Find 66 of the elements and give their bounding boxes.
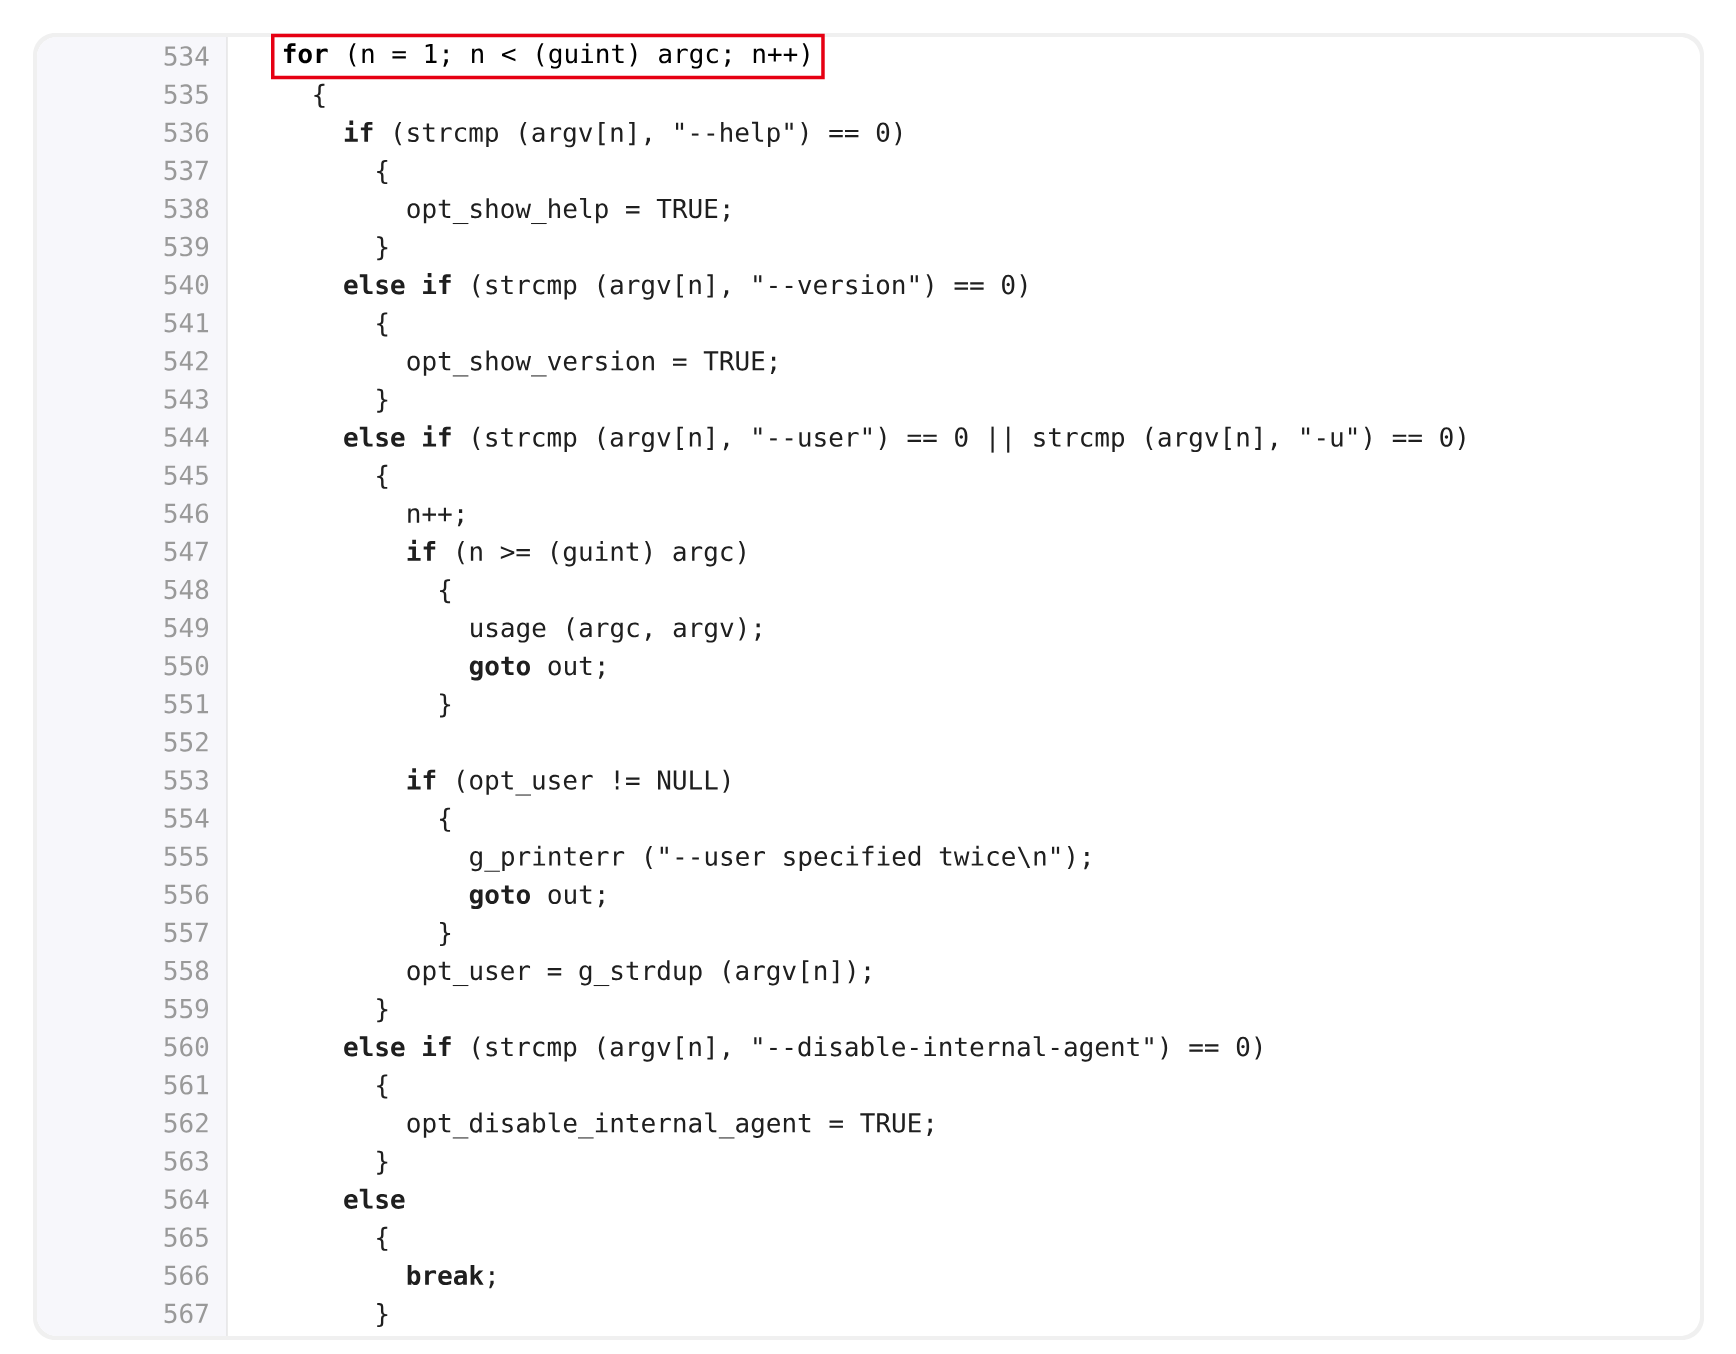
code-line: { bbox=[377, 464, 388, 489]
highlight-box: for (n = 1; n < (guint) argc; n++) bbox=[271, 33, 825, 80]
line-number: 563 bbox=[164, 1151, 208, 1171]
line-number: 534 bbox=[164, 46, 209, 66]
line-number: 542 bbox=[164, 351, 208, 371]
code-line: goto out; bbox=[469, 885, 604, 910]
code-line: } bbox=[377, 998, 388, 1023]
code-line: else if (strcmp (argv[n], "--user") == 0 || strcmp (argv[n], "-u") == 0) bbox=[344, 425, 1465, 453]
code-line: else if (strcmp (argv[n], "--version") == 0) bbox=[344, 272, 1027, 300]
line-number: 546 bbox=[164, 503, 209, 524]
line-number: 547 bbox=[164, 541, 208, 562]
line-number: 550 bbox=[164, 655, 209, 676]
line-number: 562 bbox=[164, 1113, 208, 1133]
line-number: 552 bbox=[164, 732, 208, 752]
line-number: 540 bbox=[164, 274, 209, 295]
code-line: { bbox=[440, 807, 451, 832]
code-line: opt_show_help = TRUE; bbox=[407, 198, 729, 225]
line-number: 545 bbox=[164, 465, 208, 485]
line-number: 539 bbox=[164, 236, 209, 257]
code-line: opt_show_version = TRUE; bbox=[407, 350, 776, 377]
code-line: { bbox=[440, 579, 451, 604]
code-line: goto out; bbox=[469, 656, 604, 681]
line-number: 565 bbox=[164, 1227, 208, 1247]
line-number: 561 bbox=[164, 1074, 209, 1095]
code-line: { bbox=[377, 1074, 388, 1099]
code-line: else bbox=[344, 1188, 405, 1209]
line-number: 544 bbox=[164, 427, 209, 447]
line-number: 560 bbox=[164, 1036, 209, 1057]
line-number: 543 bbox=[164, 389, 208, 409]
code-line: { bbox=[377, 312, 388, 337]
line-number: 564 bbox=[164, 1189, 209, 1209]
code-line: usage (argc, argv); bbox=[471, 617, 760, 643]
line-number: 537 bbox=[164, 160, 208, 181]
line-number: 566 bbox=[164, 1265, 209, 1286]
code-line: opt_disable_internal_agent = TRUE; bbox=[407, 1112, 932, 1139]
code-line: { bbox=[377, 160, 388, 185]
line-number: 553 bbox=[164, 770, 208, 790]
code-line: } bbox=[377, 388, 388, 413]
code-line: } bbox=[440, 693, 451, 718]
code-line: } bbox=[377, 1150, 388, 1175]
code-line: opt_user = g_strdup (argv[n]); bbox=[407, 960, 870, 987]
line-number: 548 bbox=[164, 579, 209, 600]
line-number: 554 bbox=[164, 808, 209, 828]
code-line: } bbox=[377, 1303, 388, 1328]
code-line: } bbox=[377, 236, 388, 261]
code-line: { bbox=[377, 1226, 388, 1251]
line-number: 541 bbox=[164, 313, 209, 333]
line-number: 555 bbox=[164, 846, 208, 866]
code-line: if (strcmp (argv[n], "--help") == 0) bbox=[344, 120, 902, 148]
code-line: n++; bbox=[408, 507, 463, 527]
line-number: 558 bbox=[164, 960, 209, 981]
code-line: if (opt_user != NULL) bbox=[407, 768, 730, 796]
line-number: 557 bbox=[164, 922, 208, 943]
line-number: 538 bbox=[164, 198, 209, 219]
code-line: if (n >= (guint) argc) bbox=[407, 539, 745, 567]
line-number: 556 bbox=[164, 884, 209, 905]
code-line: g_printerr ("--user specified twice\n"); bbox=[470, 845, 1089, 872]
line-number: 535 bbox=[164, 84, 208, 104]
line-number: 559 bbox=[164, 998, 209, 1019]
code-line: else if (strcmp (argv[n], "--disable-internal-agent") == 0) bbox=[344, 1034, 1262, 1062]
line-number: 551 bbox=[164, 694, 209, 714]
line-number: 549 bbox=[164, 617, 209, 638]
code-line: } bbox=[440, 922, 451, 947]
code-line: break; bbox=[407, 1264, 494, 1289]
line-number: 567 bbox=[164, 1303, 208, 1324]
line-number: 536 bbox=[164, 122, 209, 143]
